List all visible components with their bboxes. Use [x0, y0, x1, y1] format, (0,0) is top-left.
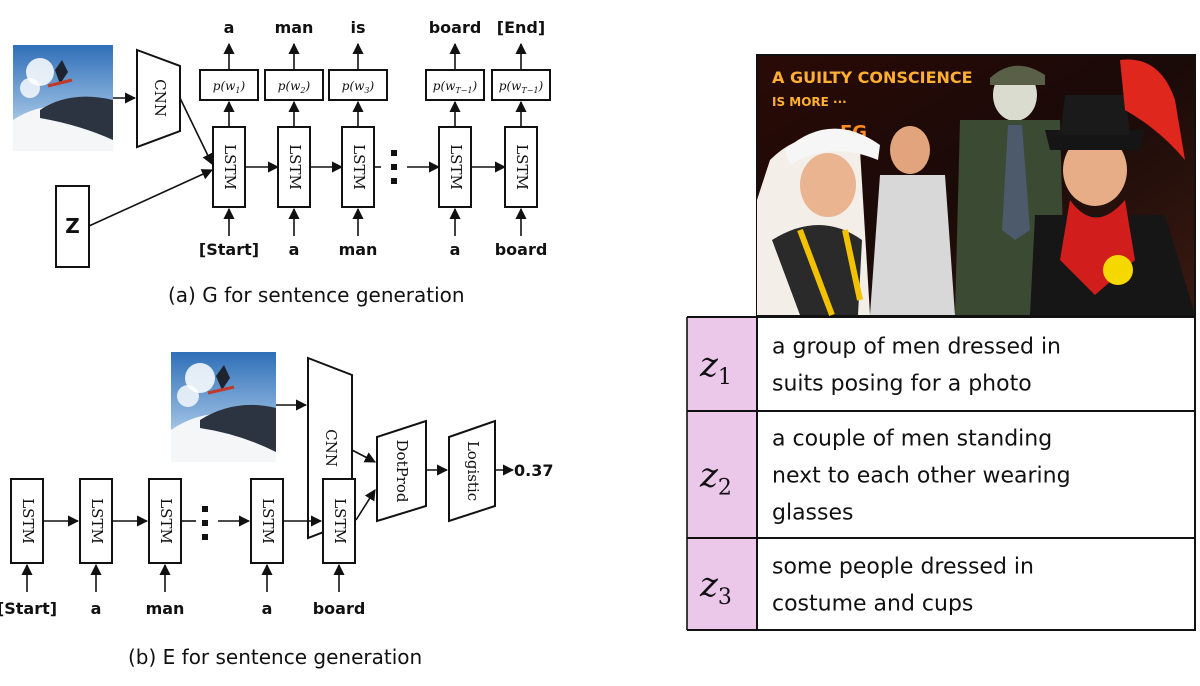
input-word-a-1: a — [289, 240, 300, 259]
snowboard-photo-b — [171, 352, 276, 462]
party-photo: A GUILTY CONSCIENCE IS MORE ··· EG — [756, 54, 1196, 317]
sample-3-line-1: some people dressed in — [772, 555, 1034, 580]
lstm-chain-b: LSTM [Start] LSTM a LSTM man LSTM a LSTM board — [0, 478, 366, 618]
input-word-b-1: a — [91, 599, 102, 618]
sample-1-line-2: suits posing for a photo — [772, 372, 1032, 397]
ellipsis-b — [202, 506, 208, 540]
z-label: Z — [65, 214, 80, 238]
ellipsis-a — [391, 150, 397, 184]
caption-b: (b) E for sentence generation — [128, 645, 422, 669]
cnn-block-a — [136, 48, 181, 149]
output-word-2: is — [350, 18, 365, 37]
lstm-a-label-2: LSTM — [350, 144, 368, 190]
arrow-lstm-to-dotprod — [355, 489, 376, 521]
output-word-1: man — [275, 18, 314, 37]
sample-panel: A GUILTY CONSCIENCE IS MORE ··· EG — [686, 54, 1196, 631]
arrow-cnn-to-lstm — [179, 97, 213, 166]
lstm-b-4 — [322, 478, 356, 564]
lstm-a-label-0: LSTM — [221, 144, 239, 190]
prob-label-4: p(wT−1) — [499, 79, 544, 95]
arrow-cnn-to-dotprod — [351, 449, 376, 463]
sample-3-line-2: costume and cups — [772, 592, 973, 617]
z-box — [55, 185, 90, 268]
z-column — [687, 317, 757, 630]
score-value: 0.37 — [514, 461, 553, 480]
input-word-a-3: a — [450, 240, 461, 259]
lstm-b-label-3: LSTM — [259, 498, 277, 544]
lstm-a-4 — [504, 126, 538, 208]
prob-label-0: p(w1) — [213, 79, 246, 95]
prob-label-3: p(wT−1) — [433, 79, 478, 95]
photo-sign-line1: A GUILTY CONSCIENCE — [772, 68, 973, 87]
output-word-0: a — [224, 18, 235, 37]
input-word-b-4: board — [313, 599, 366, 618]
z-label-1: z1 — [699, 345, 732, 390]
input-word-a-2: man — [339, 240, 378, 259]
input-word-b-0: [Start] — [0, 599, 57, 618]
lstm-a-label-1: LSTM — [286, 144, 304, 190]
sample-2-line-1: a couple of men standing — [772, 427, 1052, 452]
prob-label-1: p(w2) — [278, 79, 311, 95]
input-word-a-0: [Start] — [199, 240, 259, 259]
lstm-b-label-2: LSTM — [157, 498, 175, 544]
snowboard-photo-a — [13, 45, 113, 151]
output-word-3: board — [429, 18, 482, 37]
lstm-a-label-4: LSTM — [513, 144, 531, 190]
photo-sign-line2: IS MORE ··· — [772, 95, 847, 109]
lstm-b-0 — [10, 478, 44, 564]
sample-rows: z1 a group of men dressed in suits posing … — [699, 335, 1071, 617]
logistic-label: Logistic — [464, 441, 482, 501]
input-word-b-2: man — [146, 599, 185, 618]
logistic-block — [448, 419, 496, 523]
caption-table — [756, 316, 1196, 631]
output-word-4: [End] — [497, 18, 545, 37]
caption-a: (a) G for sentence generation — [168, 283, 465, 307]
lstm-chain-a: LSTMp(w1)a[Start]LSTMp(w2)manaLSTMp(w3)i… — [199, 18, 551, 259]
cnn-label-b: CNN — [322, 429, 340, 467]
prob-box-4 — [491, 69, 551, 101]
dotprod-label: DotProd — [393, 440, 411, 503]
input-word-a-4: board — [495, 240, 548, 259]
lstm-b-2 — [148, 478, 182, 564]
sample-1-line-1: a group of men dressed in — [772, 335, 1061, 360]
panel-b: CNN DotProd Logistic 0.37 LSTM[Start]LST… — [0, 352, 553, 669]
input-word-b-3: a — [262, 599, 273, 618]
z-label-3: z3 — [699, 565, 732, 610]
panel-a: CNN Z LSTMp(w1)a[Start]LSTMp(w2)manaLSTM… — [13, 18, 551, 307]
sample-2-line-2: next to each other wearing — [772, 464, 1071, 489]
cnn-label-a: CNN — [151, 79, 169, 117]
lstm-b-label-4: LSTM — [331, 498, 349, 544]
sample-2-line-3: glasses — [772, 501, 853, 526]
lstm-b-label-0: LSTM — [19, 498, 37, 544]
arrow-z-to-lstm — [88, 169, 214, 227]
z-label-2: z2 — [699, 456, 732, 501]
lstm-a-label-3: LSTM — [447, 144, 465, 190]
lstm-b-1 — [79, 478, 113, 564]
lstm-b-label-1: LSTM — [88, 498, 106, 544]
dotprod-block — [376, 419, 427, 523]
lstm-b-3 — [250, 478, 284, 564]
prob-label-2: p(w3) — [342, 79, 375, 95]
